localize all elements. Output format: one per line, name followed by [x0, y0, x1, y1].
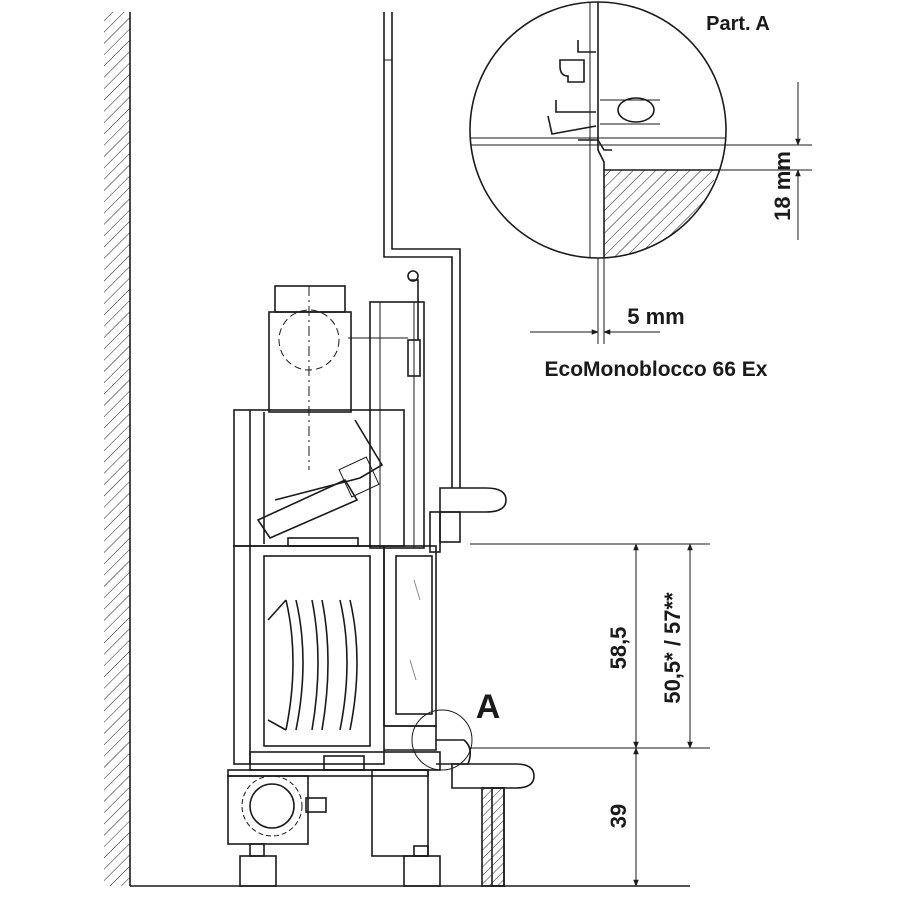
detail-part-a [469, 1, 727, 259]
detail-title: Part. A [706, 13, 770, 35]
dimension-39: 39 [606, 804, 631, 828]
glass-door [383, 545, 437, 751]
insert-upper-body [233, 409, 405, 547]
model-name: EcoMonoblocco 66 Ex [545, 358, 768, 381]
detail-dim-5 [530, 258, 660, 344]
callout-label-a: A [476, 688, 501, 726]
detail-dim-5-label: 5 mm [627, 304, 684, 329]
detail-dim-18 [720, 82, 812, 240]
flue-collar [268, 285, 352, 470]
back-wall [104, 12, 131, 886]
dimension-lines [470, 543, 710, 887]
base-assembly [227, 751, 441, 887]
firebox [233, 545, 385, 765]
hearth-shelf [436, 739, 535, 887]
door-frame [348, 270, 425, 549]
hood-outline [383, 12, 461, 488]
dimension-50-5-57: 50,5* / 57** [660, 592, 685, 704]
mantel-shelf [429, 487, 507, 553]
callout-circle-a [411, 709, 473, 771]
dimension-58-5: 58,5 [606, 627, 631, 670]
detail-dim-18-label: 18 mm [770, 151, 795, 221]
